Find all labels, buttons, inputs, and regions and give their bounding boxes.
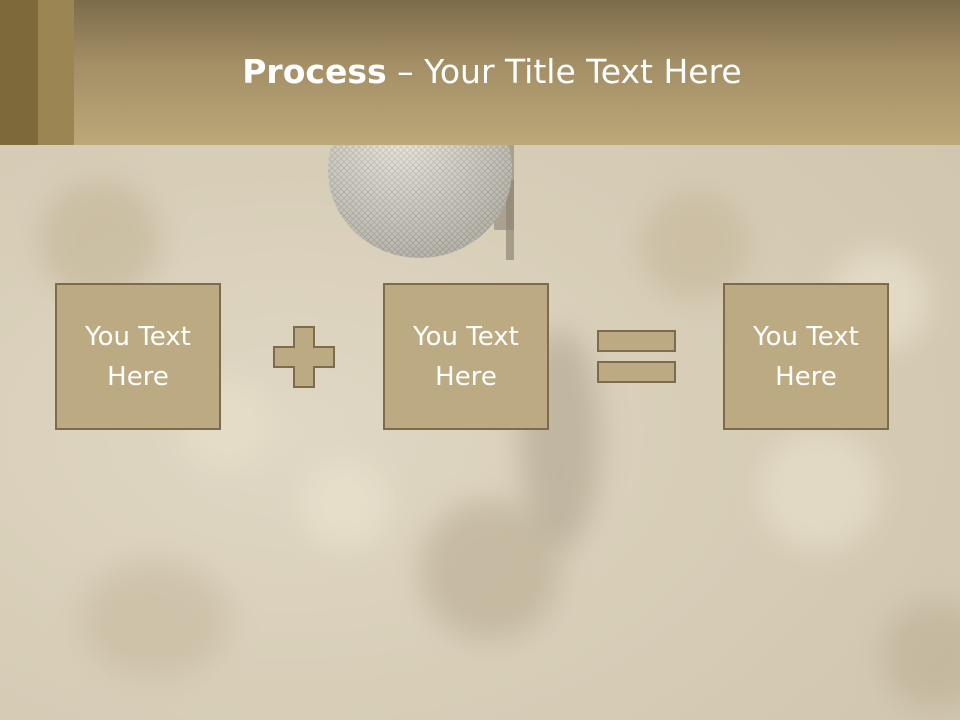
title-bar: Process – Your Title Text Here [0,0,960,145]
box-text-line: You Text [85,321,191,352]
microphone-image [326,120,514,260]
accent-bar [0,0,38,145]
title-rest: – Your Title Text Here [386,52,742,91]
box-text-line: You Text [413,321,519,352]
box-text-line: Here [435,361,497,392]
page-title[interactable]: Process – Your Title Text Here [74,52,910,91]
box-text-line: Here [775,361,837,392]
equals-icon [597,330,677,388]
accent-bar [38,0,74,145]
title-bold: Process [242,52,387,91]
box-text-line: You Text [753,321,859,352]
plus-icon [273,326,335,392]
box-text-line: Here [107,361,169,392]
